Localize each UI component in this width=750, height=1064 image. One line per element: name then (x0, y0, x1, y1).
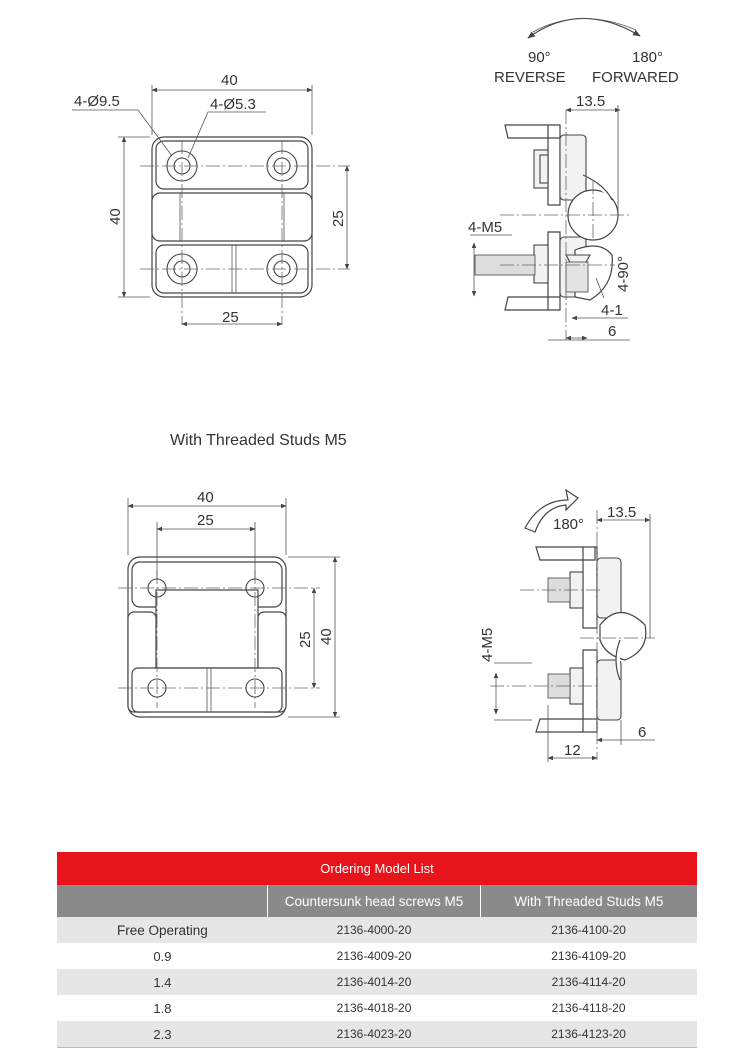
svg-text:4-90°: 4-90° (615, 256, 632, 292)
countersunk-model-cell: 2136-4014-20 (267, 969, 481, 995)
svg-text:4-M5: 4-M5 (468, 219, 502, 236)
table-row: 0.9 2136-4009-20 2136-4109-20 (57, 943, 697, 969)
front-view-studs: 40 25 25 40 (118, 489, 340, 718)
studs-model-cell: 2136-4100-20 (480, 917, 697, 943)
svg-text:6: 6 (638, 724, 646, 741)
svg-text:4-Ø5.3: 4-Ø5.3 (210, 96, 256, 113)
table-title: Ordering Model List (57, 852, 697, 885)
hinge-top-leaf (155, 140, 309, 190)
svg-text:4-1: 4-1 (601, 302, 623, 319)
studs-model-cell: 2136-4123-20 (480, 1021, 697, 1048)
table-row: Free Operating 2136-4000-20 2136-4100-20 (57, 917, 697, 943)
torque-cell: 1.4 (57, 969, 268, 995)
svg-text:25: 25 (222, 309, 239, 326)
svg-text:4-M5: 4-M5 (479, 628, 496, 662)
svg-text:12: 12 (564, 742, 581, 759)
torque-cell: 1.8 (57, 995, 268, 1021)
stud-hinge-center (155, 589, 259, 669)
table-row: 1.8 2136-4018-20 2136-4118-20 (57, 995, 697, 1021)
svg-text:25: 25 (330, 210, 347, 227)
svg-text:6: 6 (608, 323, 616, 340)
side-view-countersunk: 90° REVERSE 180° FORWARED 13.5 4-M5 4-90… (468, 17, 679, 341)
table-row: 2.3 2136-4023-20 2136-4123-20 (57, 1021, 697, 1048)
torque-cell: Free Operating (57, 917, 268, 943)
svg-text:40: 40 (197, 489, 214, 506)
countersunk-model-cell: 2136-4023-20 (267, 1021, 481, 1048)
front-view-countersunk: 40 40 25 25 4-Ø9.5 4-Ø5.3 (72, 72, 350, 327)
svg-text:90°: 90° (528, 49, 551, 66)
side-view-studs: 180° 13.5 4-M5 12 6 (479, 488, 655, 762)
table-header-blank (57, 885, 268, 917)
countersunk-model-cell: 2136-4000-20 (267, 917, 481, 943)
svg-text:40: 40 (221, 72, 238, 89)
svg-text:4-Ø9.5: 4-Ø9.5 (74, 93, 120, 110)
svg-text:180°: 180° (632, 49, 663, 66)
countersunk-model-cell: 2136-4009-20 (267, 943, 481, 969)
hinge-knuckle (151, 192, 313, 242)
torque-cell: 2.3 (57, 1021, 268, 1048)
technical-drawings: 40 40 25 25 4-Ø9.5 4-Ø5.3 90° REVERSE 18… (72, 17, 679, 762)
studs-caption: With Threaded Studs M5 (170, 432, 347, 449)
svg-text:13.5: 13.5 (576, 93, 605, 110)
svg-text:25: 25 (297, 631, 314, 648)
svg-text:FORWARED: FORWARED (592, 69, 679, 86)
ordering-table: Ordering Model List Countersunk head scr… (57, 852, 697, 1048)
table-row: 1.4 2136-4014-20 2136-4114-20 (57, 969, 697, 995)
table-header-studs: With Threaded Studs M5 (479, 885, 697, 917)
torque-cell: 0.9 (57, 943, 268, 969)
countersunk-model-cell: 2136-4018-20 (267, 995, 481, 1021)
table-header-countersunk: Countersunk head screws M5 (267, 885, 481, 917)
svg-text:180°: 180° (553, 516, 584, 533)
rotation-arrow (527, 17, 641, 39)
studs-model-cell: 2136-4114-20 (480, 969, 697, 995)
svg-text:25: 25 (197, 512, 214, 529)
studs-model-cell: 2136-4109-20 (480, 943, 697, 969)
rotation-arrow-180 (524, 488, 579, 533)
svg-text:13.5: 13.5 (607, 504, 636, 521)
studs-model-cell: 2136-4118-20 (480, 995, 697, 1021)
svg-text:40: 40 (318, 628, 335, 645)
svg-text:40: 40 (107, 208, 124, 225)
svg-text:REVERSE: REVERSE (494, 69, 566, 86)
